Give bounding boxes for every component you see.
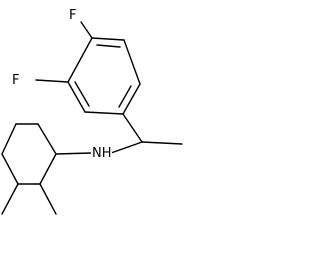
bond-ch-methyl (141, 141, 183, 145)
bond-ring-c3-c4 (122, 83, 141, 115)
bond-ring-c2-c3 (123, 39, 141, 85)
bond-cyc-c4-c5 (1, 153, 19, 185)
benzene-ring (67, 37, 141, 115)
bond-ring-double-1 (96, 44, 121, 48)
bond-c6-fluorine-left (35, 79, 69, 83)
bond-ring-c6-c1 (67, 37, 93, 83)
bond-ch-to-nh (110, 141, 143, 154)
bond-c1-fluorine-top (80, 21, 93, 39)
chemical-structure-diagram: F F NH (1, 8, 183, 215)
bond-ring-c5-c6 (67, 81, 86, 113)
fluorine-top-label: F (69, 8, 76, 23)
bond-ring-c4-c5 (84, 111, 124, 115)
bond-cyc-methyl-right (39, 183, 57, 215)
amine-label-background (91, 143, 112, 160)
bond-ring-double-3 (74, 81, 90, 107)
fluorine-left-label: F (12, 73, 19, 88)
bond-ring-double-2 (118, 85, 132, 108)
bond-ring-c1-c2 (91, 37, 125, 41)
cyclohexane-ring (1, 123, 57, 185)
bond-cyc-methyl-left (1, 183, 19, 215)
bond-cyc-c3-c4 (1, 123, 17, 155)
bond-nh-to-cyclohexyl (55, 152, 92, 155)
bond-ring-to-ch (122, 113, 143, 143)
bond-cyc-c1-c2 (37, 123, 57, 155)
bond-cyc-c6-c1 (39, 153, 57, 185)
amine-label: NH (92, 146, 112, 161)
